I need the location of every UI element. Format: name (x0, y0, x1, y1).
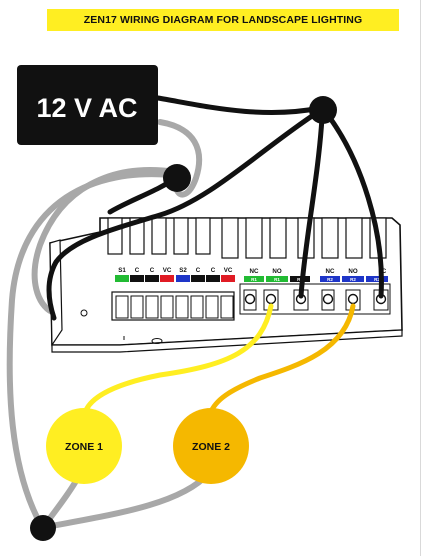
power-source-label: 12 V AC (36, 93, 137, 123)
relay2-label-nc: NC (326, 268, 335, 275)
relay-module (49, 217, 403, 353)
bottom-junction-dot (30, 515, 56, 541)
zone-1-label: ZONE 1 (65, 441, 103, 453)
black-wire-hub-to-c2 (327, 115, 384, 299)
grey-wire-junction-to-relay (31, 167, 179, 315)
terminal-label-vc2: VC (224, 267, 233, 274)
relay1-label-nc: NC (250, 268, 259, 275)
relay1-sub-nc: R1 (251, 277, 257, 282)
grey-wires (6, 119, 211, 530)
relay1-label-no: NO (272, 268, 281, 275)
terminal-label-s2: S2 (179, 267, 187, 274)
grey-wire-left-return (6, 171, 175, 530)
black-wire-hub-to-c1 (298, 115, 325, 299)
zone-wires (81, 303, 356, 421)
black-wire-power-to-hub (155, 95, 323, 115)
terminal-label-c2: C (150, 267, 155, 274)
diagram-title: ZEN17 WIRING DIAGRAM FOR LANDSCAPE LIGHT… (47, 9, 399, 31)
terminal-label-c4: C (211, 267, 216, 274)
terminal-label-c1: C (135, 267, 140, 274)
black-wires (46, 95, 384, 321)
terminal-label-vc1: VC (163, 267, 172, 274)
relay2-sub-no: R2 (350, 277, 356, 282)
grey-wire-to-zone2 (43, 471, 211, 530)
zone-2-label: ZONE 2 (192, 441, 230, 453)
terminal-label-c3: C (196, 267, 201, 274)
hub-junction-dot (309, 96, 337, 124)
relay2-sub-c: R2 (374, 277, 380, 282)
zone2-wire (207, 303, 356, 417)
black-wire-hub-to-relay-left (46, 109, 321, 321)
terminal-label-s1: S1 (118, 267, 126, 274)
relay1-sub-no: R1 (274, 277, 280, 282)
relay2-label-no: NO (348, 268, 357, 275)
left-terminal-labels: S1 C C VC S2 C C VC (118, 267, 233, 274)
zone-2: ZONE 2 (173, 408, 249, 484)
zone-1: ZONE 1 (46, 408, 122, 484)
power-source-box: 12 V AC (17, 65, 158, 145)
mid-junction-dot (163, 164, 191, 192)
grey-wire-power-to-junction (157, 119, 203, 198)
page-edge-line (420, 0, 421, 556)
relay2-label-c: C (382, 268, 387, 275)
relay2-sub-nc: R2 (327, 277, 333, 282)
zone1-wire (81, 303, 274, 421)
